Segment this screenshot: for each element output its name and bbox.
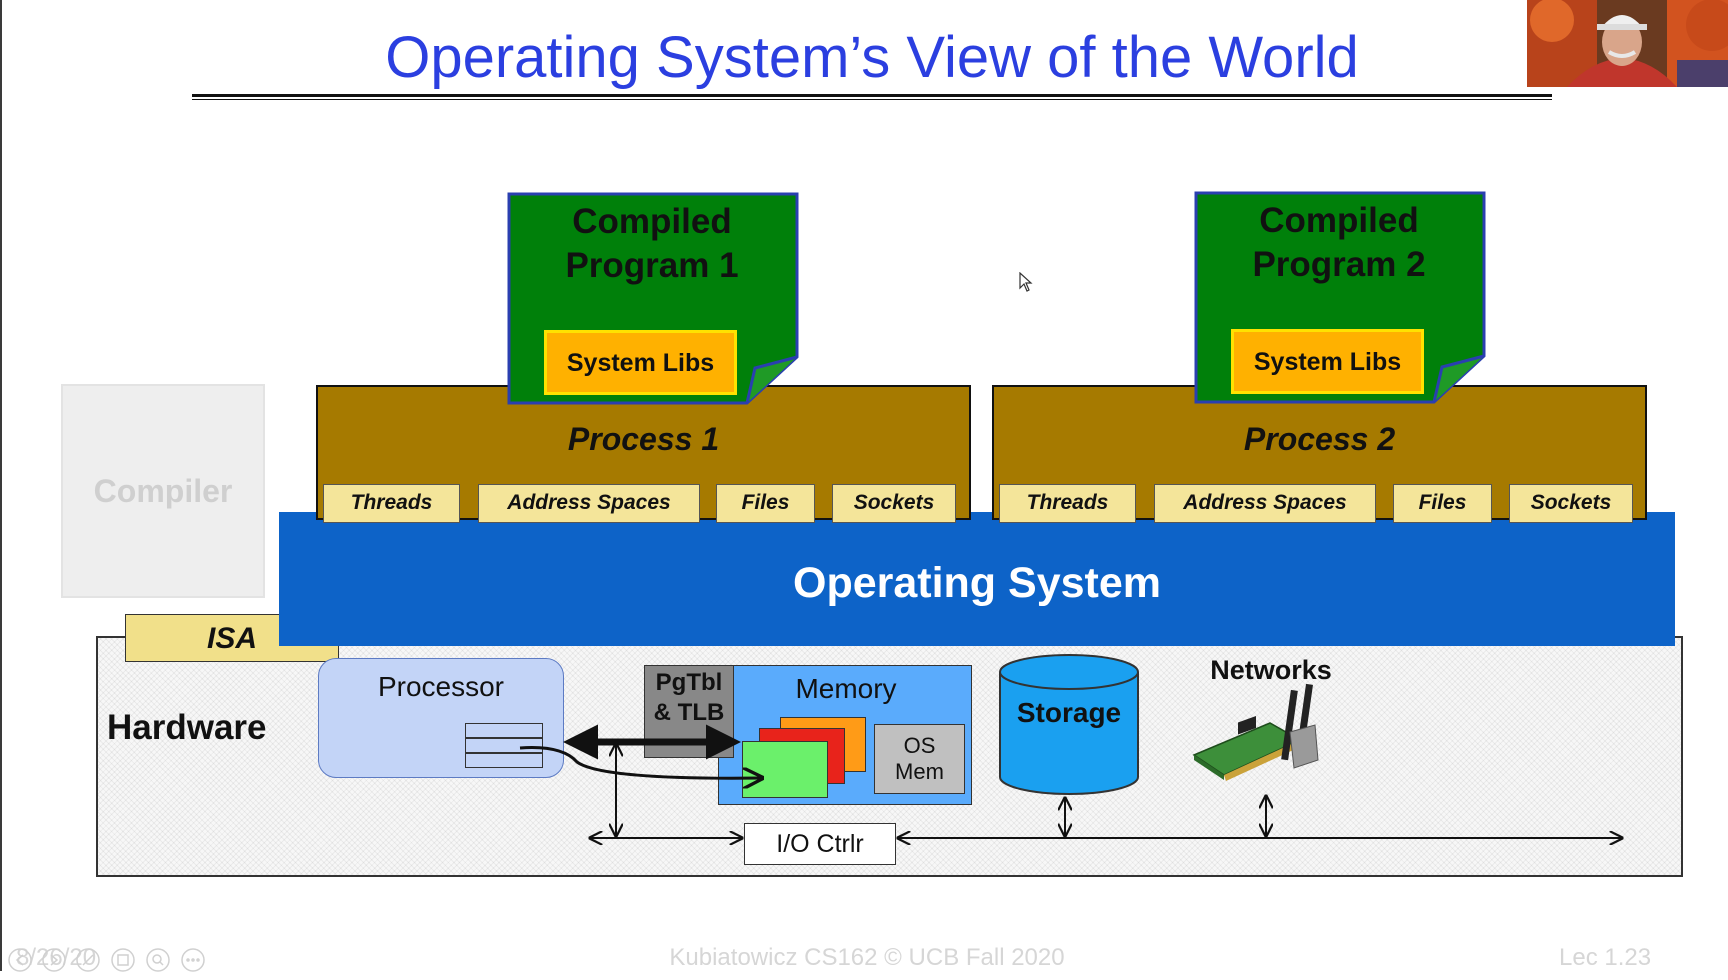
compiled-program-1-line1: Compiled	[572, 202, 732, 241]
networks-label: Networks	[1210, 655, 1332, 685]
process-2-address-spaces: Address Spaces	[1154, 484, 1376, 523]
system-libs-1: System Libs	[544, 330, 737, 395]
compiler-box: Compiler	[61, 384, 265, 598]
webcam-video	[1527, 0, 1728, 87]
process-2-sockets: Sockets	[1509, 484, 1633, 523]
footer-page-number: Lec 1.23	[1559, 944, 1652, 971]
storage-cylinder-icon	[999, 654, 1139, 795]
memory-label: Memory	[795, 673, 897, 704]
operating-system-label: Operating System	[793, 558, 1161, 607]
os-mem-line1: OS	[903, 733, 936, 758]
title-underline-thin	[192, 99, 1552, 100]
register-file	[465, 723, 543, 768]
title-underline	[192, 94, 1552, 97]
compiled-program-1-label: Compiled Program 1	[512, 200, 792, 288]
compiled-program-2-line1: Compiled	[1259, 201, 1419, 240]
presenter-video-icon	[1527, 0, 1728, 87]
process-2-label: Process 2	[1243, 421, 1396, 457]
os-mem-line2: Mem	[895, 759, 944, 784]
pgtbl-line1: PgTbl	[655, 669, 723, 696]
slide-title: Operating System’s View of the World	[385, 25, 1359, 90]
operating-system-box: Operating System	[279, 512, 1675, 646]
storage-label: Storage	[1016, 697, 1122, 728]
slide-controls[interactable]	[8, 945, 208, 980]
compiled-program-2-label: Compiled Program 2	[1199, 199, 1479, 287]
footer-course: Kubiatowicz CS162 © UCB Fall 2020	[669, 944, 1065, 971]
process-1-threads: Threads	[323, 484, 460, 523]
compiled-program-2-line2: Program 2	[1252, 245, 1426, 284]
os-mem-box: OS Mem	[874, 724, 965, 794]
compiler-label: Compiler	[93, 472, 233, 509]
process-1-files: Files	[716, 484, 815, 523]
system-libs-2: System Libs	[1231, 329, 1424, 394]
process-1-sockets: Sockets	[832, 484, 956, 523]
mouse-cursor-icon	[1019, 272, 1033, 292]
processor-box	[318, 658, 564, 778]
compiled-program-1-line2: Program 1	[565, 246, 739, 285]
hardware-label: Hardware	[107, 708, 267, 747]
network-card-icon	[1192, 683, 1319, 781]
process-2-files: Files	[1393, 484, 1492, 523]
pgtbl-line2: & TLB	[653, 699, 725, 726]
process-1-address-spaces: Address Spaces	[478, 484, 700, 523]
process-2-threads: Threads	[999, 484, 1136, 523]
io-controller-box: I/O Ctrlr	[744, 823, 896, 865]
process-1-label: Process 1	[567, 421, 720, 457]
processor-label: Processor	[377, 671, 505, 702]
